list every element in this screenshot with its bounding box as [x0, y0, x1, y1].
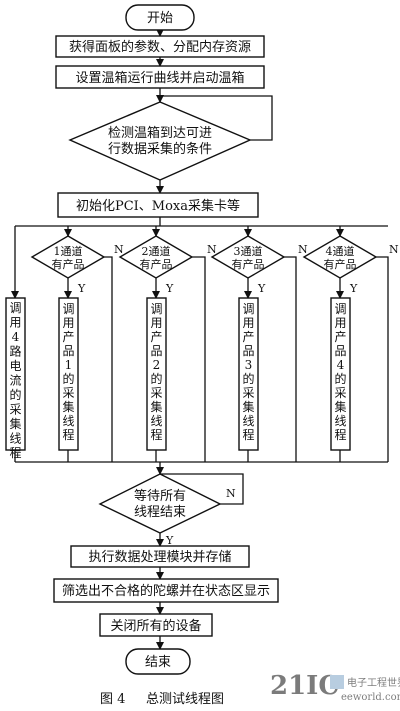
ch1-label-2: 有产品: [52, 257, 85, 271]
check-label-1: 检测温箱到达可进: [108, 125, 212, 141]
ch1-yes-label: Y: [77, 282, 86, 295]
process-label: 执行数据处理模块并存储: [88, 550, 231, 565]
screen-label: 筛选出不合格的陀螺并在状态区显示: [62, 583, 270, 599]
start-terminal: 开始: [125, 4, 195, 31]
set-oven-label: 设置温箱运行曲线并启动温箱: [75, 70, 244, 86]
channel-3-decision: 3通道 有产品: [210, 235, 286, 279]
channel-1-decision: 1通道 有产品: [30, 235, 106, 279]
end-label: 结束: [145, 655, 171, 670]
ch2-yes-label: Y: [165, 282, 174, 295]
ch4-no-label: N: [389, 243, 399, 256]
figure-caption: 总测试线程图: [146, 692, 224, 707]
watermark-cn: 电子工程世界: [347, 676, 400, 689]
init-box: 初始化PCI、Moxa采集卡等: [57, 192, 259, 218]
set-oven-box: 设置温箱运行曲线并启动温箱: [55, 65, 265, 89]
watermark-url: eeworld.com.cn: [341, 692, 400, 703]
end-terminal: 结束: [125, 648, 191, 675]
channel-4-decision: 4通道 有产品: [302, 235, 378, 279]
wait-no-label: N: [226, 487, 236, 500]
watermark-number: 21IC: [270, 671, 339, 701]
wait-yes-label: Y: [165, 534, 174, 547]
check-label-2: 行数据采集的条件: [108, 141, 212, 157]
wait-label-1: 等待所有: [134, 488, 186, 504]
figure-number: 图 4: [100, 692, 125, 707]
ch1-no-label: N: [114, 243, 124, 256]
wait-label-2: 线程结束: [134, 505, 186, 520]
ch2-label-2: 有产品: [140, 257, 173, 271]
connectors: [11, 29, 389, 650]
get-params-label: 获得面板的参数、分配内存资源: [69, 39, 251, 55]
ch3-yes-label: Y: [257, 282, 266, 295]
ch2-label-1: 2通道: [142, 244, 171, 258]
watermark-logo: 21IC 电子工程世界 eeworld.com.cn: [270, 671, 400, 703]
branch-labels: Y Y Y Y N N N N: [77, 243, 399, 295]
watermark-emblem: [330, 675, 344, 689]
check-oven-decision: 检测温箱到达可进 行数据采集的条件: [68, 101, 252, 181]
wait-threads-decision: 等待所有 线程结束: [98, 473, 222, 534]
ch4-label-2: 有产品: [324, 257, 357, 271]
close-devices-box: 关闭所有的设备: [99, 613, 213, 637]
ch3-label-2: 有产品: [232, 257, 265, 271]
get-params-box: 获得面板的参数、分配内存资源: [55, 35, 265, 58]
ch3-no-label: N: [298, 243, 308, 256]
ch2-no-label: N: [207, 243, 217, 256]
start-label: 开始: [147, 11, 173, 26]
close-devices-label: 关闭所有的设备: [110, 618, 201, 634]
ch1-label-1: 1通道: [54, 244, 83, 258]
ch3-label-1: 3通道: [234, 244, 263, 258]
ch4-label-1: 4通道: [326, 244, 355, 258]
screen-box: 筛选出不合格的陀螺并在状态区显示: [53, 578, 279, 603]
channel-2-decision: 2通道 有产品: [118, 235, 194, 279]
process-box: 执行数据处理模块并存储: [70, 545, 250, 568]
init-label: 初始化PCI、Moxa采集卡等: [76, 198, 240, 214]
ch4-yes-label: Y: [349, 282, 358, 295]
